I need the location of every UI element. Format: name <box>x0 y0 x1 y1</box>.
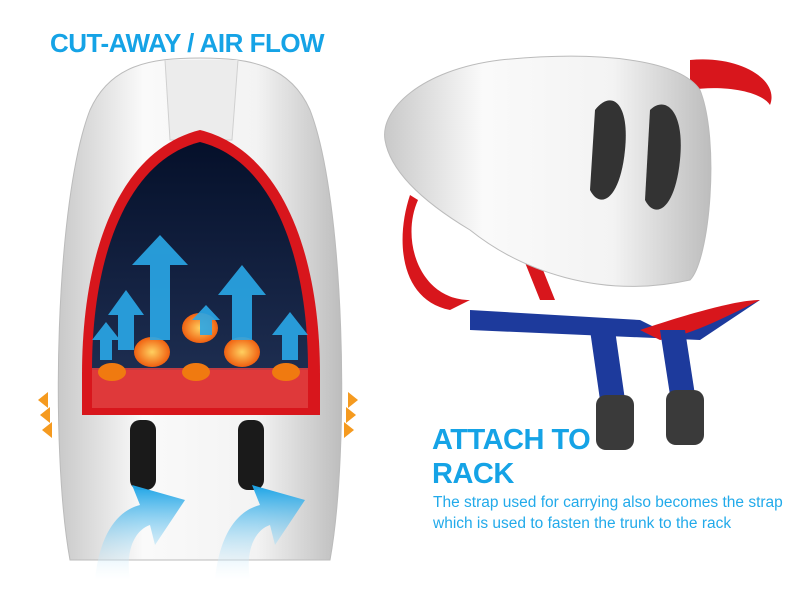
rack-title-line2: RACK <box>432 458 514 490</box>
rack-title-line1: ATTACH TO <box>432 424 591 456</box>
rack-description: The strap used for carrying also becomes… <box>433 494 783 532</box>
cutaway-trunk <box>38 57 358 580</box>
exhaust-arrows <box>38 392 358 438</box>
rack-title: ATTACH TO RACK <box>432 423 591 491</box>
intake-arrows <box>95 485 305 580</box>
cutaway-title: CUT-AWAY / AIR FLOW <box>50 28 325 58</box>
rack-trunk <box>384 55 772 450</box>
airflow-arrows <box>92 235 308 360</box>
